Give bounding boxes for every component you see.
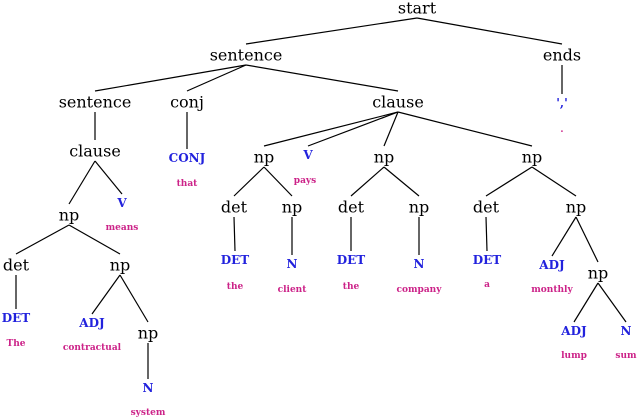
edge-np3-np3b [531, 166, 577, 197]
edge-np3b-np3c [575, 216, 599, 263]
edge-np0-det0 [15, 224, 70, 255]
edge-np3b-adjPos3 [551, 216, 577, 257]
node-np3c: np [588, 264, 609, 283]
node-np1b: np [282, 198, 303, 217]
node-contractual: contractual [63, 343, 122, 353]
edge-clause1-np1 [263, 111, 399, 147]
node-v0: V [116, 196, 127, 210]
edge-np0-np0b [68, 224, 121, 255]
edge-clause1-np3 [397, 111, 533, 147]
node-np0: np [59, 206, 80, 225]
node-det3: det [473, 198, 500, 217]
node-adjPos0: ADJ [78, 316, 105, 330]
node-np2: np [374, 148, 395, 167]
node-dot: . [560, 125, 563, 135]
node-clause0: clause [69, 142, 121, 161]
node-client: client [278, 285, 308, 295]
node-system: system [131, 408, 166, 418]
node-det0: det [3, 256, 30, 275]
edge-np1-det1 [233, 166, 265, 197]
node-detPos0: DET [2, 311, 31, 325]
edge-start-s0 [245, 17, 418, 45]
node-detPos3: DET [473, 253, 502, 267]
edge-np0b-adjPos0 [91, 274, 121, 315]
node-company: company [397, 285, 443, 295]
edge-np2-np2b [383, 166, 420, 197]
edge-clause1-np2 [383, 111, 399, 147]
node-lump: lump [561, 351, 587, 361]
node-nSum: N [621, 324, 632, 338]
node-The: The [7, 339, 26, 349]
node-s1: sentence [59, 93, 132, 112]
node-a: a [484, 280, 490, 290]
node-that: that [177, 179, 199, 189]
tree-edges [15, 17, 627, 379]
node-v1: V [302, 148, 313, 162]
edge-clause1-v1 [307, 111, 399, 147]
node-nPos1: N [287, 257, 298, 271]
edge-s0-s1 [94, 64, 247, 92]
node-np1: np [254, 148, 275, 167]
edge-det1-detPos1 [233, 216, 236, 252]
node-nPos2: N [414, 257, 425, 271]
edge-s0-clause1 [245, 64, 399, 92]
node-ends: ends [543, 46, 581, 65]
edge-np3c-nSum [597, 282, 627, 323]
node-pays: pays [294, 176, 316, 186]
node-the1: the [227, 282, 244, 292]
node-np3b: np [566, 198, 587, 217]
edge-np3c-adjLump [573, 282, 599, 323]
node-np2b: np [409, 198, 430, 217]
node-detPos1: DET [221, 253, 250, 267]
node-the2: the [343, 282, 360, 292]
edge-s0-conj [186, 64, 247, 92]
node-np0b: np [110, 256, 131, 275]
node-monthly: monthly [531, 285, 573, 295]
node-conj: conj [170, 93, 204, 112]
node-start: start [398, 0, 437, 18]
node-np0c: np [138, 324, 159, 343]
node-detPos2: DET [337, 253, 366, 267]
edge-clause0-np0 [68, 160, 96, 205]
edge-det3-detPos3 [485, 216, 488, 252]
edge-clause0-v0 [94, 160, 123, 195]
node-adjLump: ADJ [560, 324, 587, 338]
node-sum: sum [615, 351, 637, 361]
edge-start-ends [416, 17, 563, 45]
node-clause1: clause [372, 93, 424, 112]
node-adjPos3: ADJ [538, 258, 565, 272]
edge-np2-det2 [350, 166, 385, 197]
edge-np0b-np0c [119, 274, 149, 323]
node-nSys: N [143, 381, 154, 395]
node-punct: ',' [556, 96, 568, 110]
node-np3: np [522, 148, 543, 167]
node-det2: det [338, 198, 365, 217]
node-det1: det [221, 198, 248, 217]
node-conjPos: CONJ [169, 151, 206, 165]
edge-np3-det3 [485, 166, 533, 197]
edge-np1-np1b [263, 166, 293, 197]
node-means: means [106, 223, 139, 233]
node-s0: sentence [210, 46, 283, 65]
